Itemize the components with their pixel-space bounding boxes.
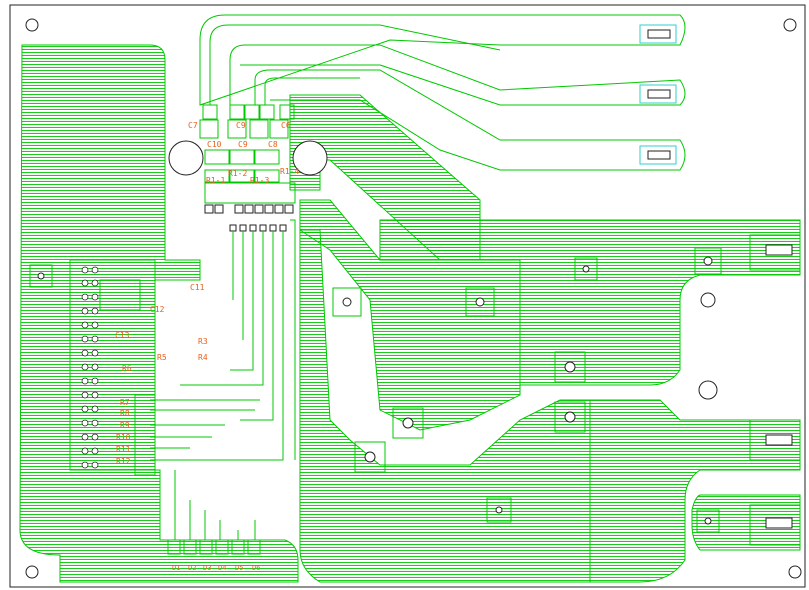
label-r5: R5 [157, 353, 167, 362]
center-copper-pour [299, 199, 521, 431]
label-c10: C10 [207, 140, 222, 149]
top-center-pour [289, 94, 481, 261]
label-r7: R7 [120, 398, 130, 407]
power-pads [29, 234, 801, 546]
label-d2: D2 [188, 564, 196, 572]
label-r6: R6 [122, 364, 132, 373]
label-d3: D3 [203, 564, 211, 572]
label-c12: C12 [150, 305, 165, 314]
power-pad-holes [37, 256, 713, 525]
label-d6: D6 [252, 564, 260, 572]
header-pins [204, 204, 294, 232]
board-outline [9, 4, 806, 588]
label-r12: R12 [116, 457, 131, 466]
signal-traces [150, 219, 296, 540]
left-copper-pour [19, 44, 299, 583]
top-traces [199, 14, 686, 171]
label-r1-1: R1-1 [206, 176, 225, 185]
label-c7: C7 [188, 121, 198, 130]
silkscreen-labels: C7 C9 C6 C10 C9 C8 R1-2 R1-4 R1-1 R1-3 C… [115, 121, 299, 572]
label-c9-top: C9 [236, 121, 246, 130]
label-r8: R8 [120, 409, 130, 418]
label-r4: R4 [198, 353, 208, 362]
label-c8: C8 [268, 140, 278, 149]
lower-right-pour [299, 229, 801, 583]
label-d1: D1 [172, 564, 180, 572]
pin-column [81, 266, 99, 469]
mounting-holes [25, 18, 802, 579]
label-r1-3: R1-3 [250, 176, 269, 185]
label-r9: R9 [120, 421, 130, 430]
big-capacitors [168, 140, 328, 176]
label-d4: D4 [218, 564, 226, 572]
label-c9: C9 [238, 140, 248, 149]
label-c6: C6 [281, 121, 291, 130]
cap-pads [199, 104, 296, 204]
label-c13: C13 [115, 331, 130, 340]
label-r11: R11 [116, 445, 131, 454]
right-connector-inners [765, 244, 793, 529]
label-d5: D5 [235, 564, 243, 572]
top-right-connectors [639, 24, 677, 165]
resistor-array [69, 259, 156, 476]
label-c11: C11 [190, 283, 205, 292]
label-r3: R3 [198, 337, 208, 346]
label-r1-2: R1-2 [228, 169, 247, 178]
label-r1-4: R1-4 [280, 167, 299, 176]
bottom-right-pour [691, 494, 801, 551]
diode-pads [167, 539, 261, 555]
label-r10: R10 [116, 433, 131, 442]
